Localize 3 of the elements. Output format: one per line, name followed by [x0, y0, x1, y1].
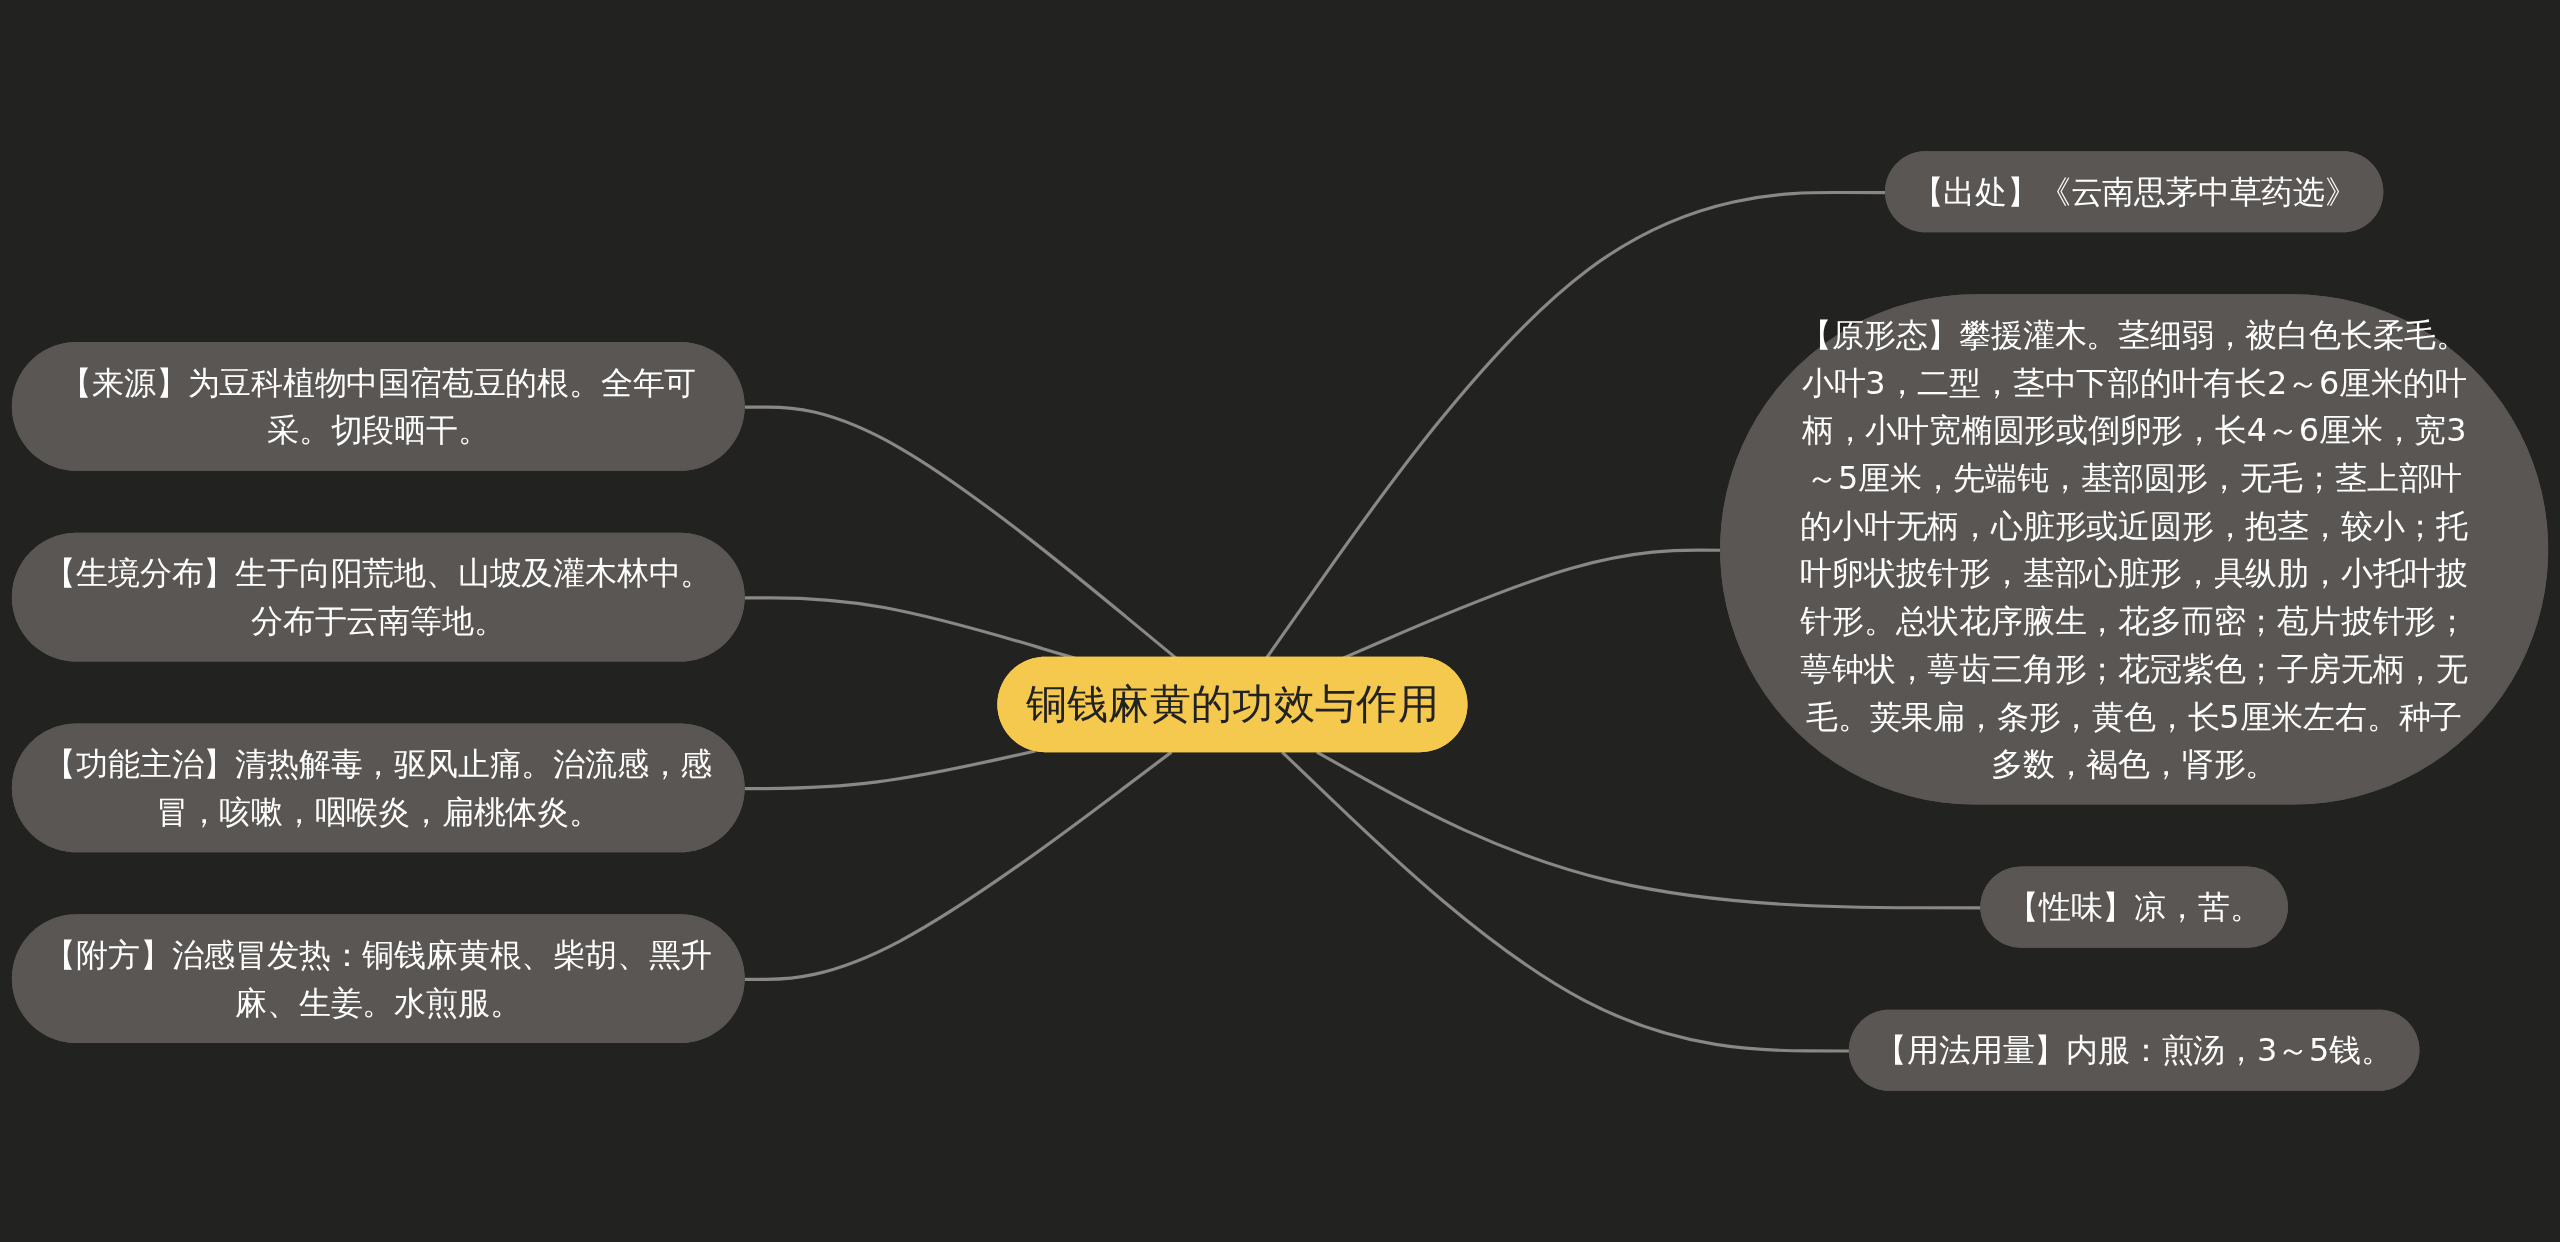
connector: [744, 749, 1036, 791]
connector: [1316, 750, 1982, 910]
connector: [744, 750, 1173, 982]
